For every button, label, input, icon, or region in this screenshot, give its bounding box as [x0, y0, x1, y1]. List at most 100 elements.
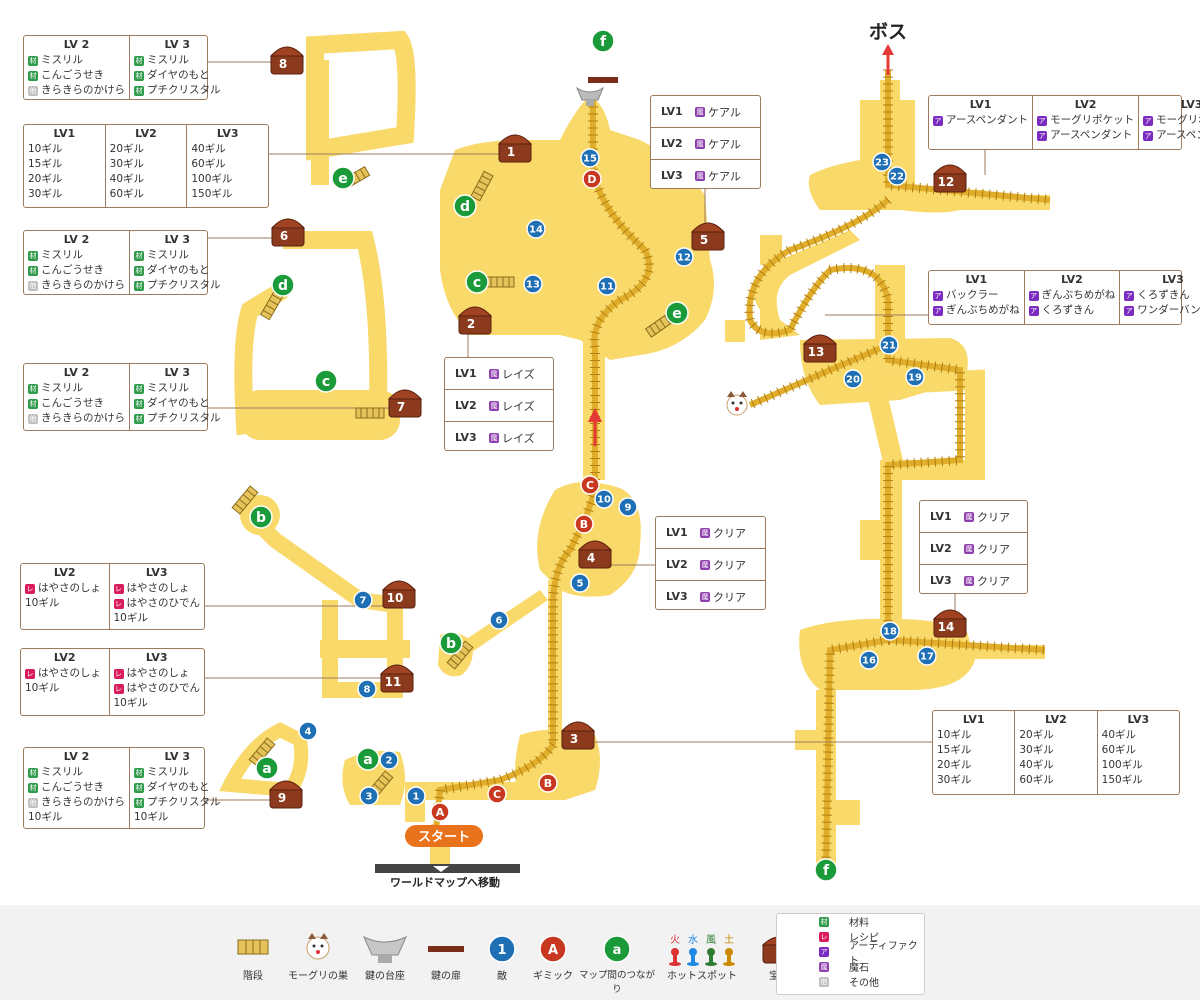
world-map-exit[interactable]	[375, 864, 520, 873]
enemy-6[interactable]: 6	[489, 610, 509, 630]
gimmick-A-marker[interactable]: A	[430, 802, 450, 822]
enemy-17[interactable]: 17	[917, 646, 937, 666]
chest-1[interactable]: 1	[497, 134, 533, 163]
rail-tie	[569, 539, 579, 545]
legend-hotspot-label: ホットスポット	[667, 971, 737, 982]
rail-tie	[529, 759, 536, 769]
gimmick-C-marker[interactable]: C	[487, 784, 507, 804]
enemy-1[interactable]: 1	[406, 786, 426, 806]
chest-9[interactable]: 9	[268, 780, 304, 809]
enemy-15-label: 15	[583, 154, 597, 165]
rail-tie	[548, 741, 558, 749]
enemy-19[interactable]: 19	[905, 367, 925, 387]
rail-tie	[750, 398, 756, 409]
enemy-18-label: 18	[883, 627, 897, 638]
chest-10-label: 10	[387, 591, 404, 605]
category-tag-icon: 他	[28, 413, 38, 424]
chest-2[interactable]: 2	[457, 306, 493, 335]
connection-a-marker[interactable]: a	[255, 756, 279, 780]
rail-tie	[909, 636, 912, 647]
rail-tie	[633, 284, 642, 293]
chest-3[interactable]: 3	[560, 721, 596, 750]
rail-tie	[853, 354, 859, 364]
chest-4[interactable]: 4	[577, 540, 613, 569]
rail-tie	[604, 205, 614, 212]
enemy-18[interactable]: 18	[880, 621, 900, 641]
enemy-20[interactable]: 20	[843, 369, 863, 389]
connection-d-marker[interactable]: d	[453, 194, 477, 218]
item-line: 材ダイヤのもと	[134, 264, 210, 276]
enemy-8-label: 8	[364, 685, 371, 696]
connection-c-marker[interactable]: c	[314, 369, 338, 393]
gimmick-B-marker[interactable]: B	[538, 773, 558, 793]
enemy-5[interactable]: 5	[570, 573, 590, 593]
rail-tie	[1044, 194, 1047, 205]
rail-tie	[988, 189, 991, 200]
enemy-10[interactable]: 10	[594, 489, 614, 509]
enemy-3-label: 3	[366, 792, 373, 803]
enemy-12[interactable]: 12	[674, 247, 694, 267]
connection-e-marker[interactable]: e	[665, 301, 689, 325]
category-tag-icon: 材	[134, 280, 144, 291]
enemy-9[interactable]: 9	[618, 497, 638, 517]
enemy-8[interactable]: 8	[357, 679, 377, 699]
rail-tie	[955, 455, 958, 466]
enemy-13[interactable]: 13	[523, 274, 543, 294]
gimmick-D-marker[interactable]: D	[582, 169, 602, 189]
start-badge[interactable]	[405, 825, 483, 847]
chest-7[interactable]: 7	[387, 389, 423, 418]
rail-tie	[947, 363, 951, 374]
callout-lines	[204, 61, 986, 801]
chest-11[interactable]: 11	[379, 664, 415, 693]
connection-b-marker-label: b	[256, 510, 266, 526]
item-line: アくろずきん	[1028, 304, 1095, 316]
chest-5[interactable]: 5	[690, 222, 726, 251]
item-line: 材ミスリル	[28, 382, 83, 394]
connection-a-marker[interactable]: a	[356, 747, 380, 771]
enemy-22[interactable]: 22	[887, 166, 907, 186]
enemy-21[interactable]: 21	[879, 335, 899, 355]
chest-10[interactable]: 10	[381, 580, 417, 609]
rail-tie	[641, 274, 651, 281]
item-line: アアースペンダント	[1037, 129, 1133, 141]
rail-tie	[779, 249, 786, 259]
item-line: 材ミスリル	[134, 382, 189, 394]
enemy-15[interactable]: 15	[580, 148, 600, 168]
item-line: 40ギル	[191, 143, 226, 155]
rail-tie	[866, 348, 872, 359]
enemy-7[interactable]: 7	[353, 590, 373, 610]
enemy-23[interactable]: 23	[872, 152, 892, 172]
category-tag-icon: 材	[134, 70, 144, 81]
chest-14[interactable]: 14	[932, 609, 968, 638]
gimmick-B-marker[interactable]: B	[574, 514, 594, 534]
connection-e-marker[interactable]: e	[331, 166, 355, 190]
item-line: 30ギル	[28, 188, 63, 200]
rail-tie	[785, 246, 792, 256]
enemy-4[interactable]: 4	[298, 721, 318, 741]
enemy-14[interactable]: 14	[526, 219, 546, 239]
enemy-16[interactable]: 16	[859, 650, 879, 670]
connection-f-marker[interactable]: f	[591, 29, 615, 53]
chest-13[interactable]: 13	[802, 334, 838, 363]
chest-8[interactable]: 8	[269, 46, 305, 75]
connection-f-marker[interactable]: f	[814, 858, 838, 882]
connection-d-marker[interactable]: d	[271, 273, 295, 297]
connection-b-marker[interactable]: b	[439, 631, 463, 655]
enemy-3[interactable]: 3	[359, 786, 379, 806]
connection-c-marker[interactable]: c	[465, 270, 489, 294]
enemy-11[interactable]: 11	[597, 276, 617, 296]
stairs-icon	[355, 407, 385, 419]
gimmick-C-marker[interactable]: C	[580, 475, 600, 495]
enemy-2[interactable]: 2	[379, 750, 399, 770]
connection-f-marker-label: f	[823, 863, 830, 879]
chest-6[interactable]: 6	[270, 218, 306, 247]
enemy-16-label: 16	[862, 656, 876, 667]
rail-tie	[773, 254, 781, 263]
rail-tie	[904, 181, 907, 192]
chest-12[interactable]: 12	[932, 164, 968, 193]
item-line: 20ギル	[109, 143, 145, 155]
connection-b-marker[interactable]: b	[249, 505, 273, 529]
enemy-21-label: 21	[882, 341, 896, 352]
rail-tie	[919, 359, 923, 370]
